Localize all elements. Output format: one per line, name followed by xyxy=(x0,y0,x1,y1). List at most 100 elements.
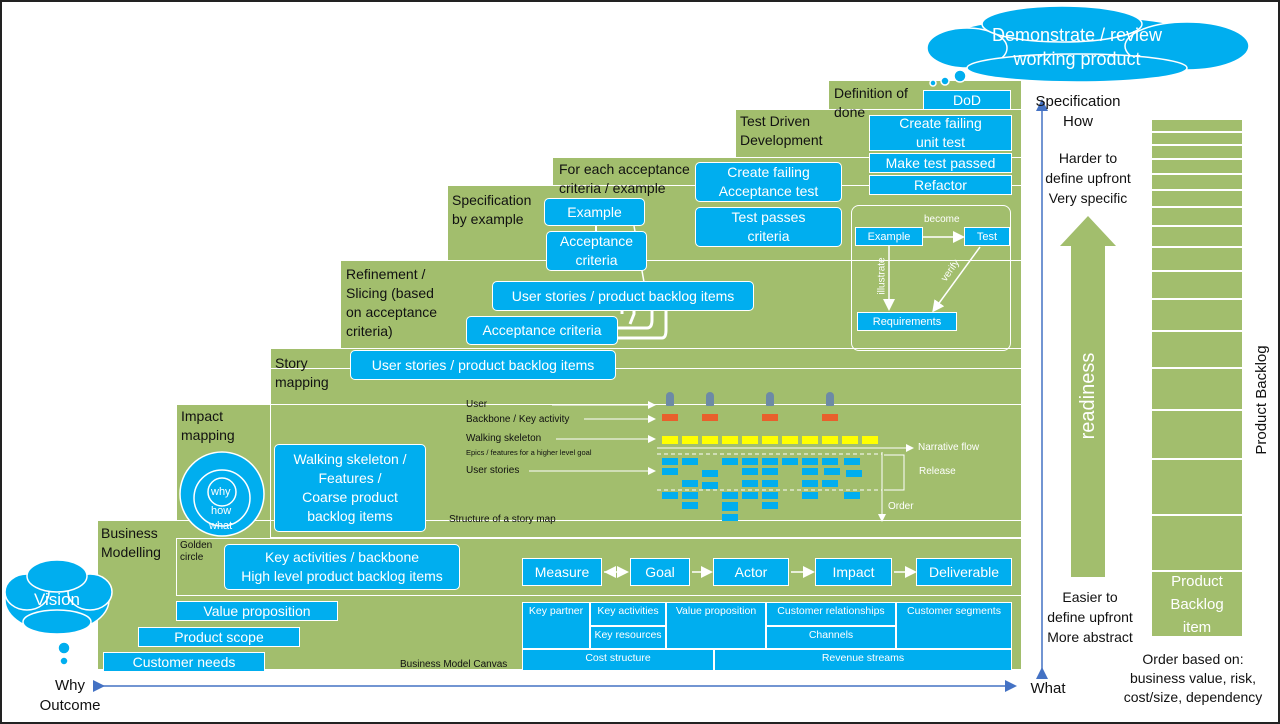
user-story-card xyxy=(822,480,838,487)
create-failing-acceptance-box: Create failing Acceptance test xyxy=(695,162,842,202)
backlog-row xyxy=(1151,207,1243,226)
user-story-card xyxy=(762,468,778,475)
sm-label-epics: Epics / features for a higher level goal xyxy=(466,448,592,457)
user-story-card xyxy=(682,458,698,465)
readiness-easier-text: Easier to define upfront More abstract xyxy=(1047,589,1133,645)
backlog-row xyxy=(1151,515,1243,571)
readiness-harder-text: Harder to define upfront Very specific xyxy=(1045,150,1131,206)
user-story-card xyxy=(742,458,758,465)
axis-specification-how: Specification How xyxy=(1035,93,1121,130)
backbone-card xyxy=(702,414,718,421)
backlog-row xyxy=(1151,174,1243,190)
backlog-row xyxy=(1151,132,1243,145)
triangle-illustrate: illustrate xyxy=(876,257,888,295)
label-refinement: Refinement / Slicing (based on acceptanc… xyxy=(346,266,438,339)
product-scope-box: Product scope xyxy=(138,627,300,647)
chain-goal: Goal xyxy=(630,558,690,586)
vision-cloud xyxy=(4,559,113,666)
sm-label-user-stories: User stories xyxy=(466,465,520,476)
bmc-caption: Business Model Canvas xyxy=(400,659,508,670)
bmc-key-activities: Key activities xyxy=(590,602,666,626)
product-backlog-title: Product Backlog xyxy=(1253,345,1270,455)
bmc-customer-relationships: Customer relationships xyxy=(766,602,896,626)
order-based-on-text: Order based on: business value, risk, co… xyxy=(1123,651,1263,705)
backlog-row xyxy=(1151,571,1243,637)
backlog-row xyxy=(1151,226,1243,247)
user-story-card xyxy=(722,504,738,511)
sm-label-narrative-flow: Narrative flow xyxy=(918,442,980,453)
backlog-row xyxy=(1151,271,1243,299)
golden-circle-caption: Golden circle xyxy=(180,540,213,563)
sm-caption: Structure of a story map xyxy=(449,514,556,525)
triangle-example: Example xyxy=(855,227,923,246)
readiness-label: readiness xyxy=(1077,352,1099,440)
dod-box: DoD xyxy=(923,90,1011,110)
backlog-row xyxy=(1151,459,1243,515)
user-story-card xyxy=(802,480,818,487)
user-story-card xyxy=(844,458,860,465)
walking-skeleton-card xyxy=(842,436,858,444)
key-activities-box: Key activities / backbone High level pro… xyxy=(224,544,460,590)
user-story-card xyxy=(762,492,778,499)
label-business-modelling: Business Modelling xyxy=(101,525,161,560)
impact-frame xyxy=(176,538,1022,596)
walking-skeleton-card xyxy=(782,436,798,444)
walking-skeleton-card xyxy=(802,436,818,444)
bmc-key-resources: Key resources xyxy=(590,626,666,649)
bmc-revenue-streams: Revenue streams xyxy=(714,649,1012,671)
user-story-card xyxy=(762,458,778,465)
bmc-customer-segments: Customer segments xyxy=(896,602,1012,649)
label-story-mapping: Story mapping xyxy=(275,355,329,390)
bmc-channels: Channels xyxy=(766,626,896,649)
backlog-row xyxy=(1151,331,1243,368)
user-story-card xyxy=(802,468,818,475)
vision-text: Vision xyxy=(34,590,80,609)
backlog-row xyxy=(1151,410,1243,459)
test-passes-box: Test passes criteria xyxy=(695,207,842,247)
user-figure-icon xyxy=(766,392,774,406)
chain-measure: Measure xyxy=(522,558,602,586)
backlog-row xyxy=(1151,299,1243,331)
user-story-card xyxy=(702,482,718,489)
backlog-row xyxy=(1151,368,1243,410)
user-story-card xyxy=(742,480,758,487)
axis-why-outcome: Why Outcome xyxy=(39,677,101,714)
chain-actor: Actor xyxy=(713,558,789,586)
user-figure-icon xyxy=(826,392,834,406)
user-story-card xyxy=(662,492,678,499)
refactor-box: Refactor xyxy=(869,175,1012,195)
axis-what: What xyxy=(1030,680,1066,697)
walking-skeleton-card xyxy=(702,436,718,444)
label-specification-by-example: Specification by example xyxy=(452,192,532,227)
demonstrate-text: Demonstrate / review working product xyxy=(991,25,1163,69)
user-figure-icon xyxy=(706,392,714,406)
user-story-card xyxy=(662,458,678,465)
user-story-card xyxy=(782,458,798,465)
user-story-card xyxy=(802,492,818,499)
user-story-card xyxy=(802,458,818,465)
label-impact-mapping: Impact mapping xyxy=(181,408,235,443)
chain-impact: Impact xyxy=(815,558,892,586)
chain-deliverable: Deliverable xyxy=(916,558,1012,586)
walking-skeleton-card xyxy=(862,436,878,444)
sm-label-walking-skeleton: Walking skeleton xyxy=(466,433,542,444)
user-story-card xyxy=(762,480,778,487)
product-backlog-column xyxy=(1151,119,1243,637)
user-figure-icon xyxy=(666,392,674,406)
user-story-card xyxy=(822,458,838,465)
label-for-each-acceptance: For each acceptance criteria / example xyxy=(559,161,690,196)
golden-how: how xyxy=(211,505,232,517)
label-definition-of-done: Definition of done xyxy=(834,85,908,120)
label-tdd: Test Driven Development xyxy=(740,113,823,148)
triangle-requirements: Requirements xyxy=(857,312,957,331)
user-story-card xyxy=(824,468,840,475)
sm-label-user: User xyxy=(466,399,488,410)
walking-skeleton-card xyxy=(722,436,738,444)
walking-skeleton-card xyxy=(742,436,758,444)
user-story-card xyxy=(722,492,738,499)
user-story-card xyxy=(762,502,778,509)
triangle-test: Test xyxy=(964,227,1010,246)
backlog-row xyxy=(1151,190,1243,207)
